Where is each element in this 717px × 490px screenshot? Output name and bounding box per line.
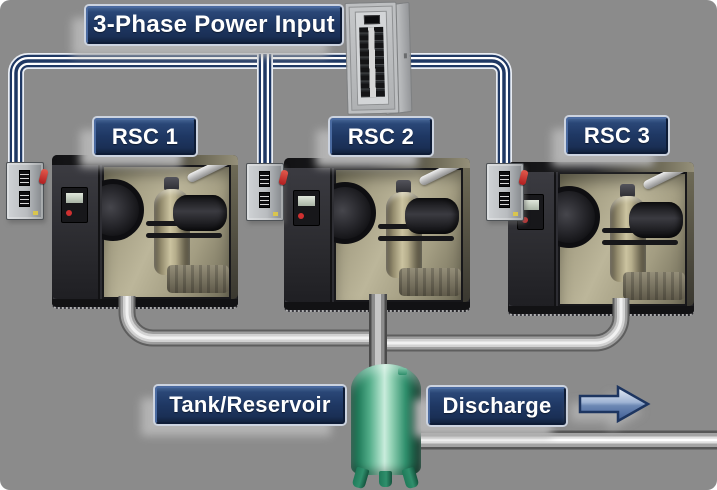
compressor-airend — [399, 268, 461, 296]
compressor-interior — [558, 172, 687, 306]
compressor-airend — [167, 265, 229, 293]
disconnect-label-strip — [499, 192, 510, 208]
compressor-airend — [623, 272, 685, 300]
compressor-side-panel — [687, 172, 694, 306]
compressor-motor — [629, 202, 683, 238]
disconnect-sticker — [273, 212, 278, 216]
compressor-image-rsc1 — [52, 155, 238, 309]
disconnect-label-strip — [499, 171, 510, 187]
hose — [602, 240, 678, 245]
separator-cap — [396, 180, 411, 194]
disconnect-sticker — [33, 211, 38, 215]
tank-label: Tank/Reservoir — [155, 386, 345, 424]
discharge-arrow-icon — [578, 384, 651, 424]
control-screen — [522, 200, 539, 210]
compressor-motor — [405, 198, 459, 234]
hose — [378, 236, 454, 241]
tank-fitting — [398, 368, 407, 375]
disconnect-label-strip — [19, 170, 30, 186]
compressor-control-cabinet — [508, 172, 556, 306]
compressor-roof — [284, 158, 470, 168]
control-screen — [298, 196, 315, 206]
disconnect-switch-image-rsc1 — [6, 162, 49, 220]
separator-cap — [620, 184, 635, 198]
tank-image — [351, 364, 421, 475]
compressor-control-display — [61, 187, 88, 223]
emergency-stop-button — [522, 217, 528, 223]
compressor-side-panel — [463, 168, 470, 302]
compressor-interior — [334, 168, 463, 302]
disconnect-switch-image-rsc2 — [246, 163, 289, 221]
compressor-motor — [173, 195, 227, 231]
compressor-side-panel — [231, 165, 238, 299]
emergency-stop-button — [66, 210, 72, 216]
emergency-stop-button — [298, 213, 304, 219]
pipe-from-rsc3 — [378, 298, 621, 343]
rsc1-label: RSC 1 — [94, 118, 196, 155]
tank-leg — [379, 471, 392, 487]
compressor-base — [52, 299, 238, 307]
disconnect-switch-image-rsc3 — [486, 163, 529, 221]
power-input-label: 3-Phase Power Input — [86, 6, 342, 44]
compressor-control-display — [293, 190, 320, 226]
control-screen — [66, 193, 83, 203]
compressor-control-cabinet — [52, 165, 100, 299]
compressor-interior — [102, 165, 231, 299]
disconnect-label-strip — [19, 191, 30, 207]
hose — [146, 233, 222, 238]
separator-cap — [164, 177, 179, 191]
compressor-roof — [52, 155, 238, 165]
compressor-control-cabinet — [284, 168, 332, 302]
compressor-image-rsc2 — [284, 158, 470, 312]
discharge-label: Discharge — [428, 387, 566, 425]
compressor-roof — [508, 162, 694, 172]
compressor-image-rsc3 — [508, 162, 694, 316]
compressor-base — [508, 306, 694, 314]
pipe-from-rsc1 — [127, 296, 380, 338]
rsc2-label: RSC 2 — [330, 118, 432, 155]
disconnect-label-strip — [259, 192, 270, 208]
disconnect-label-strip — [259, 171, 270, 187]
rsc3-label: RSC 3 — [566, 117, 668, 154]
disconnect-sticker — [513, 212, 518, 216]
